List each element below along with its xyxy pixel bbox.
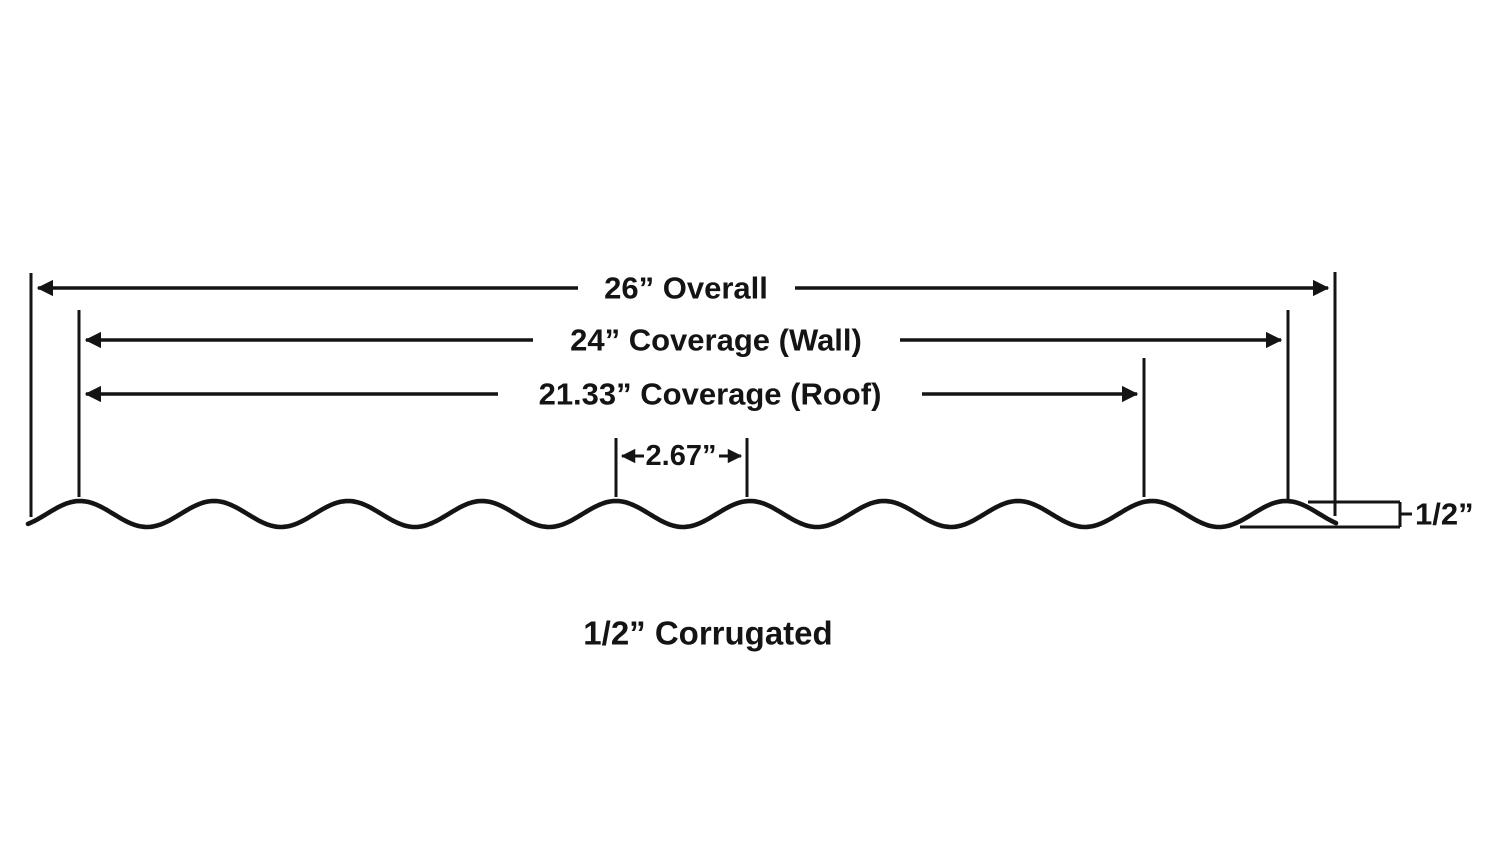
pitch-dimension-label: 2.67” — [646, 440, 717, 472]
dimension-coverage-roof: 21.33” Coverage (Roof) — [84, 377, 1139, 412]
roof-dimension-label: 21.33” Coverage (Roof) — [539, 377, 882, 412]
dimension-overall: 26” Overall — [36, 271, 1330, 306]
dimension-pitch: 2.67” — [614, 438, 749, 497]
dimension-depth: 1/2” — [1240, 497, 1474, 532]
extension-lines — [29, 272, 1337, 517]
dimension-coverage-wall: 24” Coverage (Wall) — [84, 323, 1283, 358]
diagram-caption: 1/2” Corrugated — [583, 615, 832, 652]
overall-dimension-label: 26” Overall — [604, 271, 768, 306]
corrugated-profile — [25, 498, 1339, 530]
depth-dimension-label: 1/2” — [1415, 497, 1474, 532]
wall-dimension-label: 24” Coverage (Wall) — [570, 323, 862, 358]
